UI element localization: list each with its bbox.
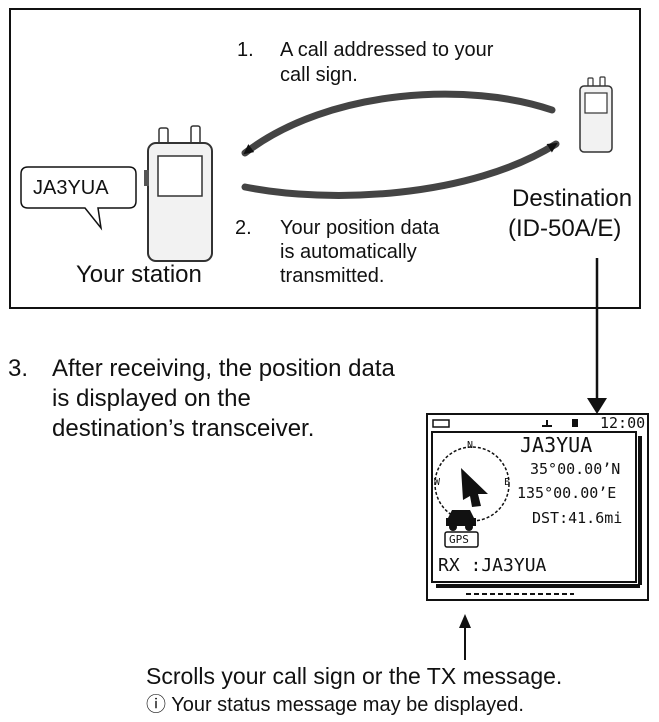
step3-line1: After receiving, the position data (52, 355, 395, 382)
direction-arrow-icon (461, 468, 488, 507)
step2-line2: is automatically (280, 241, 417, 263)
callsign-callout-bubble (20, 166, 137, 231)
step1-number: 1. (237, 39, 254, 61)
diagram-frame (9, 8, 641, 309)
step3-number: 3. (8, 355, 29, 382)
destination-label: Destination (512, 185, 633, 212)
step2-line1: Your position data (280, 217, 440, 239)
arrow-position-to-destination (241, 140, 560, 199)
compass-north: N (467, 440, 474, 451)
lcd-gps-label: GPS (449, 533, 469, 546)
gps-antenna-icon (542, 420, 552, 427)
your-station-label: Your station (76, 261, 202, 288)
step2-number: 2. (235, 217, 252, 239)
compass-east: E (504, 477, 511, 488)
arrow-call-to-station (241, 90, 556, 157)
lcd-callsign: JA3YUA (520, 433, 593, 457)
step1-line2: call sign. (280, 64, 358, 86)
lcd-longitude: 135°00.00’E (517, 484, 617, 502)
step2-line3: transmitted. (280, 265, 385, 287)
caption-line2: ⓘ Your status message may be displayed. (146, 694, 524, 716)
caption-line1: Scrolls your call sign or the TX message… (146, 663, 563, 689)
destination-radio-icon (579, 76, 613, 153)
lcd-rx-callsign: RX :JA3YUA (438, 555, 547, 576)
callout-callsign: JA3YUA (33, 177, 109, 199)
lcd-latitude: 35°00.00’N (530, 460, 621, 478)
gps-badge (444, 531, 479, 548)
car-icon (446, 510, 476, 531)
your-station-radio-icon (144, 125, 213, 262)
sd-card-icon (572, 419, 578, 427)
step3-line2: is displayed on the (52, 385, 251, 412)
battery-icon (432, 419, 450, 428)
destination-model: (ID-50A/E) (508, 215, 622, 242)
lcd-distance: DST:41.6mi (532, 509, 623, 527)
lcd-clock: 12:00 (600, 414, 646, 432)
step1-line1: A call addressed to your (280, 39, 494, 61)
step3-line3: destination’s transceiver. (52, 415, 315, 442)
destination-lcd-screen (426, 413, 649, 601)
compass-south: S (468, 518, 475, 529)
compass-west: W (434, 477, 441, 488)
